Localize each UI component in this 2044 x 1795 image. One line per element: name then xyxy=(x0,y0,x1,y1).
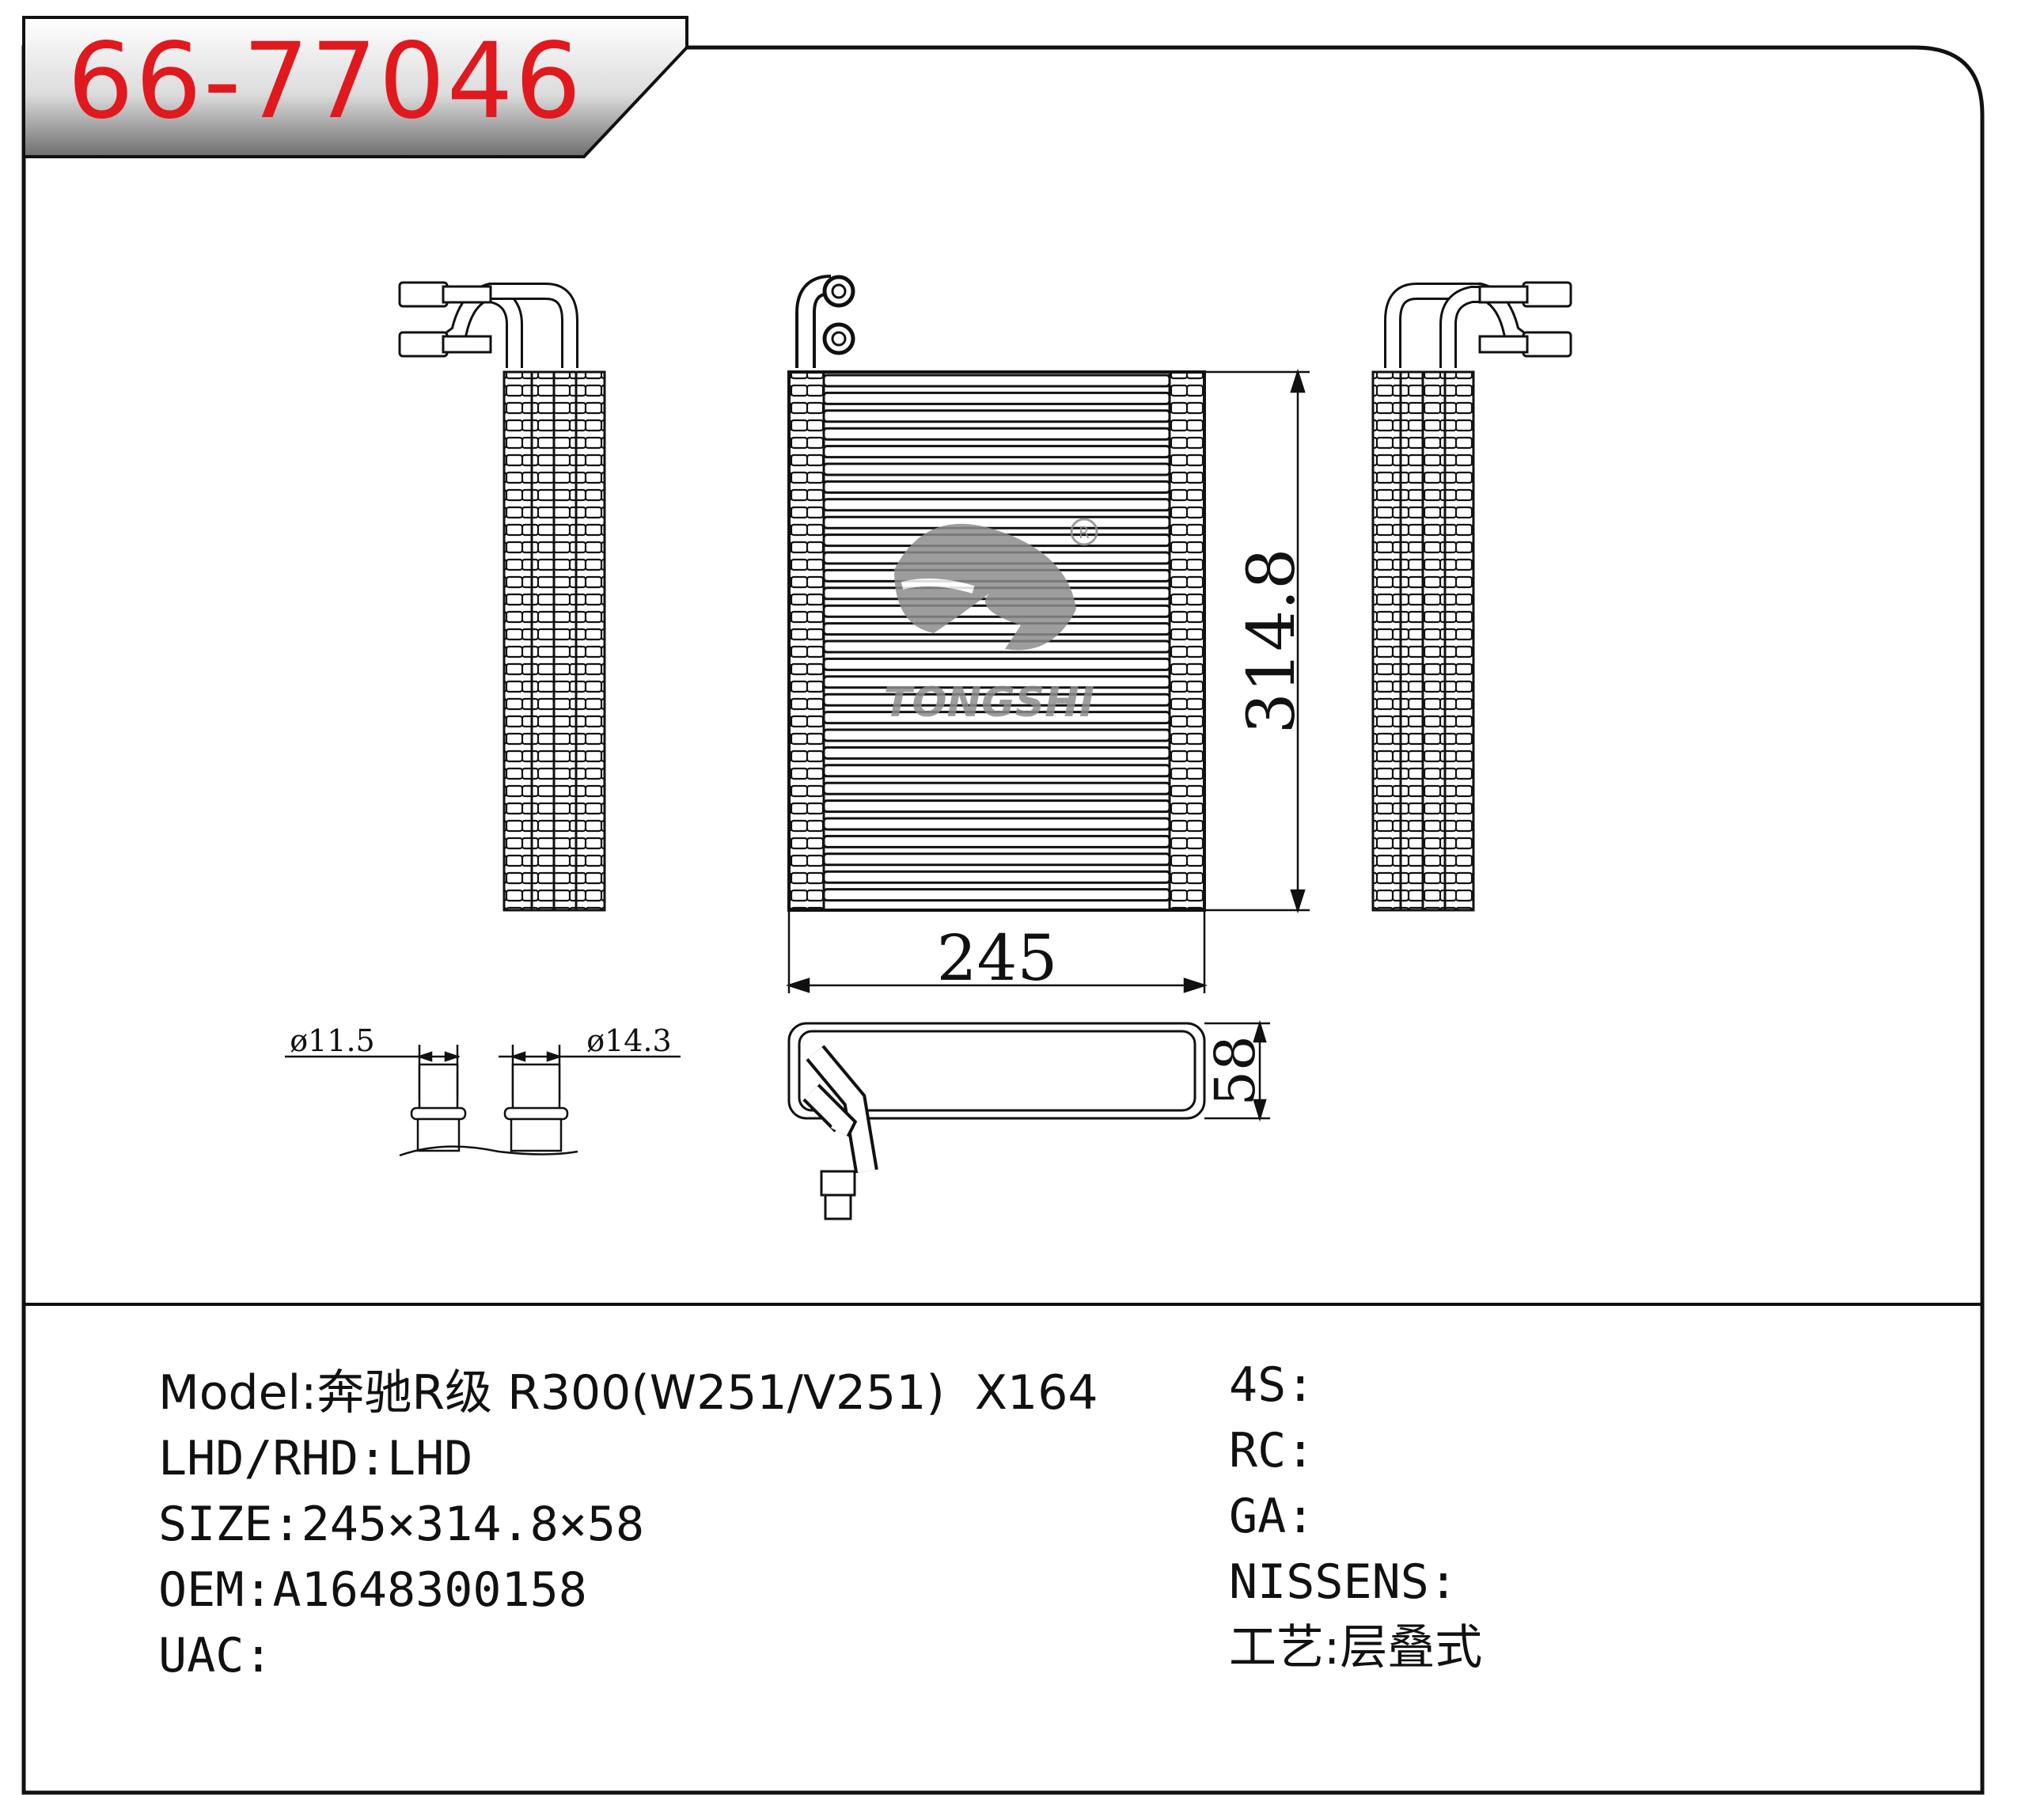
core-tube xyxy=(822,711,1171,725)
spec-left-row: OEM:A1648300158 xyxy=(158,1562,587,1618)
width-dimension xyxy=(785,910,1208,993)
core-tube xyxy=(822,693,1171,707)
core-tube xyxy=(822,888,1171,902)
spec-left-label: UAC: xyxy=(158,1628,273,1683)
title-tab xyxy=(22,16,688,158)
spec-left-row: UAC: xyxy=(158,1628,273,1683)
core-tube xyxy=(822,764,1171,778)
core-tube xyxy=(822,657,1171,671)
core-tube xyxy=(822,834,1171,848)
core-tube xyxy=(822,870,1171,884)
spec-right-row: GA: xyxy=(1229,1489,1314,1544)
side-view-left xyxy=(398,281,606,912)
spec-right-row: RC: xyxy=(1229,1423,1314,1478)
core-tube xyxy=(822,427,1171,441)
watermark-logo: R TONGSHI xyxy=(884,518,1098,727)
spec-right-label: 工艺: xyxy=(1229,1620,1341,1675)
side-view-right xyxy=(1371,281,1572,912)
spec-left-value: LHD xyxy=(386,1431,473,1486)
core-tube xyxy=(822,622,1171,636)
height-dim-label: 314.8 xyxy=(1234,548,1310,734)
spec-right-label: GA: xyxy=(1229,1489,1315,1544)
part-number: 66-77046 xyxy=(67,21,583,142)
spec-right-label: NISSENS: xyxy=(1229,1554,1458,1610)
core-tube xyxy=(822,817,1171,831)
spec-left-row: SIZE:245×314.8×58 xyxy=(158,1497,644,1552)
core-tube xyxy=(822,515,1171,529)
spec-right-label: RC: xyxy=(1229,1423,1315,1478)
depth-dimension xyxy=(1204,1019,1270,1122)
core-tube xyxy=(822,374,1171,388)
registered-mark: R xyxy=(1079,523,1090,542)
spec-left-label: SIZE: xyxy=(158,1497,301,1552)
spec-left-row: LHD/RHD:LHD xyxy=(158,1431,472,1486)
spec-left-value: A1648300158 xyxy=(272,1562,587,1618)
core-tube xyxy=(822,675,1171,689)
watermark-text: TONGSHI xyxy=(884,679,1094,727)
height-dimension xyxy=(1204,368,1310,914)
spec-right-label: 4S: xyxy=(1229,1357,1315,1413)
core-tube xyxy=(822,391,1171,405)
outer-frame xyxy=(21,45,1985,1795)
pipe-large-dia: ø14.3 xyxy=(586,1023,672,1058)
spec-right-value: 层叠式 xyxy=(1340,1620,1483,1675)
spec-right-row: 4S: xyxy=(1229,1357,1314,1413)
core-tube xyxy=(822,409,1171,423)
core-tube xyxy=(822,746,1171,760)
top-view xyxy=(787,1022,1206,1220)
spec-left-value: 奔驰R级 R300(W251/V251) X164 xyxy=(317,1365,1098,1421)
core-tube xyxy=(822,480,1171,494)
width-dim-label: 245 xyxy=(937,921,1058,995)
front-core-tubes xyxy=(822,374,1171,902)
pipe-small-dia: ø11.5 xyxy=(290,1023,375,1058)
core-tube xyxy=(822,498,1171,512)
front-view xyxy=(787,275,1206,912)
spec-left-row: Model:奔驰R级 R300(W251/V251) X164 xyxy=(158,1365,1098,1421)
pipe-diameter-detail xyxy=(285,1045,681,1157)
core-tube xyxy=(822,639,1171,654)
core-tube xyxy=(822,445,1171,459)
spec-right-row: 工艺:层叠式 xyxy=(1229,1620,1482,1675)
core-tube xyxy=(822,781,1171,795)
spec-left-label: LHD/RHD: xyxy=(158,1431,387,1486)
core-tube xyxy=(822,462,1171,476)
spec-right-row: NISSENS: xyxy=(1229,1554,1458,1610)
spec-left-value: 245×314.8×58 xyxy=(301,1497,645,1552)
core-tube xyxy=(822,852,1171,867)
spec-left-label: Model: xyxy=(158,1365,317,1421)
core-tube xyxy=(822,728,1171,742)
core-tube xyxy=(822,799,1171,814)
spec-left-label: OEM: xyxy=(158,1562,273,1618)
depth-dim-label: 58 xyxy=(1203,1035,1268,1106)
